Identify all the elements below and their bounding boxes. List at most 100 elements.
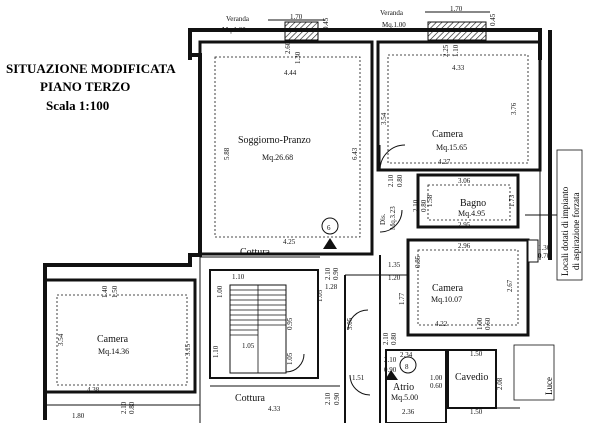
- soggiorno-name: Soggiorno-Pranzo: [238, 135, 311, 146]
- sog-dim-top3: 4.44: [284, 69, 297, 77]
- cl-d-top-b: 0.80: [390, 332, 398, 345]
- d085: 0.85: [414, 255, 422, 268]
- cl-d-top-a: 2.10: [382, 332, 390, 345]
- plan-title: SITUAZIONE MODIFICATA: [6, 61, 176, 76]
- cl-dim-bottom: 4.38: [87, 386, 100, 394]
- kitchen-bottom: Cottura 4.33 2.10 0.90: [210, 385, 341, 413]
- atr-width: 1.51: [352, 374, 365, 382]
- camera-left-area: Mq.14.36: [98, 347, 129, 356]
- win-dim-a: 1.30: [538, 244, 551, 252]
- cott-b-dim: 4.33: [268, 405, 281, 413]
- veranda-right-depth: 0.45: [489, 13, 497, 26]
- d120: 1.20: [388, 274, 401, 282]
- room-camera-left: Camera Mq.14.36 1.40 1.50 3.54 3.15 4.38…: [43, 278, 200, 420]
- dis-area: Mq.3.23: [389, 206, 397, 230]
- stair-h3: 0.95: [286, 317, 294, 330]
- atr-dim1: 2.10: [384, 356, 397, 364]
- veranda-right: Veranda Mq.1.00 1.70 0.45: [380, 5, 497, 41]
- veranda-left-width: 1.70: [290, 13, 303, 21]
- kitchen-top: Cottura 2.10 0.90: [200, 247, 340, 280]
- misc-dim-b: 0.90: [333, 392, 341, 405]
- cottura-top-name: Cottura: [240, 247, 271, 258]
- light-well: Luce: [513, 344, 555, 401]
- corr-2: 3.05: [346, 317, 354, 330]
- cm-dim-bottom: 4.22: [435, 320, 448, 328]
- bagno-dim-right: 1.73: [508, 194, 516, 207]
- stair-h2: 1.05: [316, 289, 324, 302]
- cav-bottom: 1.50: [470, 408, 483, 416]
- floor-name: PIANO TERZO: [40, 79, 130, 94]
- stair-width: 1.10: [232, 273, 245, 281]
- door2-dim-a: 2.10: [412, 199, 420, 212]
- atrio-name: Atrio: [393, 382, 414, 393]
- cav-top: 1.50: [470, 350, 483, 358]
- win-dim-b: 0.70: [538, 252, 551, 260]
- dis-name: Dis.: [379, 213, 387, 225]
- cm-dim-left: 1.77: [398, 292, 406, 305]
- door-swings: [347, 144, 406, 396]
- cl-dim-right: 3.15: [184, 343, 192, 356]
- cm-dim-door2: 0.60: [484, 317, 492, 330]
- cl-dim-b2: 1.80: [72, 412, 85, 420]
- cam-dim-bottom: 4.27: [438, 158, 451, 166]
- door1-dim-b: 0.80: [396, 174, 404, 187]
- camera-top-name: Camera: [432, 129, 464, 140]
- camera-mid-area: Mq.10.07: [431, 295, 462, 304]
- door1-dim-a: 2.10: [387, 174, 395, 187]
- side-note-line2: di aspirazione forzata: [571, 193, 581, 270]
- side-note-line1: Locali dotati di impianto: [560, 186, 570, 276]
- soggiorno-area: Mq.26.68: [262, 153, 293, 162]
- cl-dim-top1: 1.40: [101, 285, 109, 298]
- cam-dim-left: 3.54: [380, 112, 388, 125]
- marker-8-label: 8: [405, 363, 409, 371]
- bagno-dim-bottom: 2.95: [458, 221, 471, 229]
- room-atrio: Atrio Mq.5.00 2.10 0.90 2.34 1.51 2.36 2…: [352, 332, 447, 423]
- cam-dim-top1: 2.25: [442, 44, 450, 57]
- bagno-dim-top: 3.06: [458, 177, 471, 185]
- section-marker-6: 6: [321, 217, 339, 249]
- cam-dim-top3: 4.33: [452, 64, 465, 72]
- room-camera-mid: Camera Mq.10.07 2.96 2.67 1.77 4.22 1.00…: [388, 238, 530, 337]
- cav-d1: 1.00: [430, 374, 443, 382]
- veranda-right-area: Mq.1.00: [382, 21, 406, 29]
- atr-top: 2.34: [400, 351, 413, 359]
- corridor: [344, 255, 408, 423]
- sog-dim-top1: 2.60: [284, 41, 292, 54]
- window-right: 1.30 0.70: [527, 239, 551, 263]
- veranda-left: Veranda Mq.1.00 1.70 0.45: [222, 13, 330, 41]
- d135: 1.35: [388, 261, 401, 269]
- corr-1: 1.28: [325, 283, 338, 291]
- cl-dim-d1: 2.10: [120, 401, 128, 414]
- sog-dim-bottom: 4.25: [283, 238, 296, 246]
- cl-dim-d2: 0.80: [128, 401, 136, 414]
- veranda-right-width: 1.70: [450, 5, 463, 13]
- cl-dim-left: 3.54: [57, 333, 65, 346]
- cott-dim1: 2.10: [324, 267, 332, 280]
- marker-6-label: 6: [327, 224, 331, 232]
- camera-left-name: Camera: [97, 334, 129, 345]
- veranda-left-depth: 0.45: [322, 17, 330, 30]
- cott-dim2: 0.90: [332, 267, 340, 280]
- cav-right: 2.08: [496, 377, 504, 390]
- misc-dim-a: 2.10: [324, 392, 332, 405]
- room-soggiorno: Soggiorno-Pranzo Mq.26.68 2.60 1.30 4.44…: [198, 40, 374, 256]
- camera-top-area: Mq.15.65: [436, 143, 467, 152]
- scale-label: Scala 1:100: [46, 98, 109, 113]
- bagno-dim-left: 1.58: [426, 194, 434, 207]
- room-camera-top: Camera Mq.15.65 2.25 1.10 4.33 3.54 3.76…: [376, 40, 542, 172]
- stair-b1: 1.10: [212, 345, 220, 358]
- bagno-area: Mq.4.95: [458, 209, 485, 218]
- sog-dim-left: 5.88: [223, 147, 231, 160]
- sog-dim-right: 6.43: [351, 147, 359, 160]
- stair-h1: 1.00: [216, 285, 224, 298]
- veranda-left-area: Mq.1.00: [222, 26, 246, 34]
- cav-d2: 0.60: [430, 382, 443, 390]
- atrio-area: Mq.5.00: [391, 393, 418, 402]
- luce-label: Luce: [544, 377, 554, 395]
- door2-dim-b: 0.80: [420, 199, 428, 212]
- room-dis: Dis. Mq.3.23: [379, 206, 397, 230]
- cm-dim-right: 2.67: [506, 279, 514, 292]
- cam-dim-right: 3.76: [510, 102, 518, 115]
- cottura-bottom-name: Cottura: [235, 393, 266, 404]
- veranda-left-name: Veranda: [226, 15, 250, 23]
